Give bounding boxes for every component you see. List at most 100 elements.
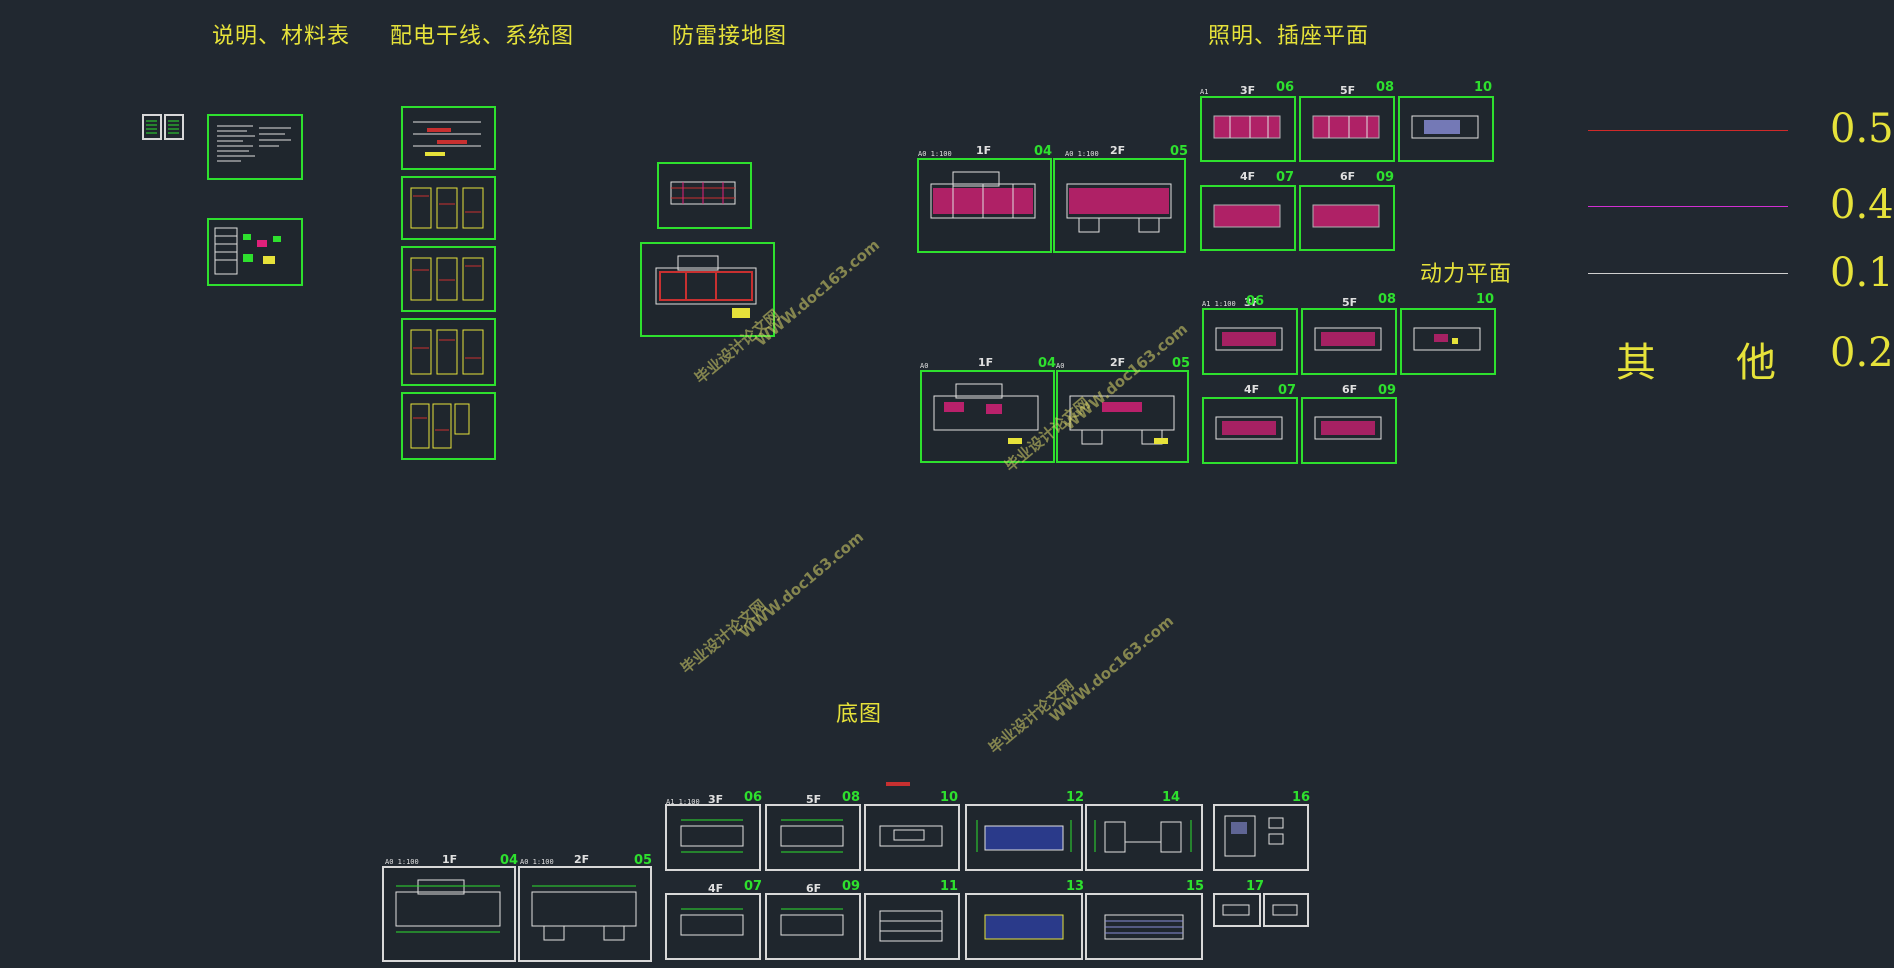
- label-sheet-number: 09: [842, 879, 861, 894]
- label-floor: 6F: [1340, 170, 1356, 183]
- sheet-distribution-1[interactable]: [401, 106, 496, 170]
- label-sheet-number: 07: [1276, 170, 1295, 185]
- sheet-base-detail-b[interactable]: [1263, 893, 1309, 927]
- label-sheet-number: 12: [1066, 790, 1085, 805]
- label-sheet-number: 13: [1066, 879, 1085, 894]
- sheet-power-2f[interactable]: [1056, 370, 1189, 463]
- sheet-base-details[interactable]: [1213, 804, 1309, 871]
- label-sheet-number: 09: [1376, 170, 1395, 185]
- label-scale: A0 1:100: [385, 858, 419, 866]
- sheet-distribution-2[interactable]: [401, 176, 496, 240]
- sheet-base-roof[interactable]: [864, 804, 960, 871]
- label-sheet-number: 04: [1034, 144, 1053, 159]
- label-sheet-number: 05: [1172, 356, 1191, 371]
- sheet-power-4f[interactable]: [1202, 397, 1298, 464]
- label-floor: 3F: [1244, 296, 1260, 309]
- label-sheet-number: 14: [1162, 790, 1181, 805]
- watermark-url: WWW.doc163.com: [1046, 611, 1177, 726]
- label-sheet-number: 16: [1292, 790, 1311, 805]
- label-size: A0: [1056, 362, 1065, 370]
- sheet-power-1f[interactable]: [920, 370, 1055, 463]
- label-sheet-number: 10: [940, 790, 959, 805]
- sheet-base-4f[interactable]: [665, 893, 761, 960]
- sheet-power-roof[interactable]: [1400, 308, 1496, 375]
- sheet-base-section[interactable]: [864, 893, 960, 960]
- label-sheet-number: 04: [500, 853, 519, 868]
- sheet-lighting-5f[interactable]: [1299, 96, 1395, 162]
- label-sheet-number: 09: [1378, 383, 1397, 398]
- label-floor: 2F: [1110, 356, 1126, 369]
- sheet-power-3f[interactable]: [1202, 308, 1298, 375]
- label-scale: A1 1:100: [666, 798, 700, 806]
- red-marker: [886, 782, 910, 786]
- tiny-sheet-2[interactable]: [164, 114, 184, 140]
- label-sheet-number: 15: [1186, 879, 1205, 894]
- label-sheet-number: 07: [744, 879, 763, 894]
- sheet-base-1f[interactable]: [382, 866, 516, 962]
- label-sheet-number: 11: [940, 879, 959, 894]
- title-lighting: 照明、插座平面: [1208, 24, 1370, 49]
- sheet-base-detail-a[interactable]: [1213, 893, 1261, 927]
- sheet-lighting-4f[interactable]: [1200, 185, 1296, 251]
- sheet-lighting-2f[interactable]: [1053, 158, 1186, 253]
- label-sheet-number: 05: [634, 853, 653, 868]
- sheet-base-elevation-2[interactable]: [1085, 804, 1203, 871]
- legend-value: 0.4: [1830, 182, 1894, 228]
- sheet-base-elevation-4[interactable]: [1085, 893, 1203, 960]
- sheet-lighting-6f[interactable]: [1299, 185, 1395, 251]
- sheet-base-2f[interactable]: [518, 866, 652, 962]
- label-sheet-number: 08: [842, 790, 861, 805]
- label-sheet-number: 08: [1378, 292, 1397, 307]
- title-distribution: 配电干线、系统图: [390, 24, 575, 49]
- sheet-base-6f[interactable]: [765, 893, 861, 960]
- label-floor: 6F: [806, 882, 822, 895]
- sheet-notes[interactable]: [207, 114, 303, 180]
- label-floor: 3F: [1240, 84, 1256, 97]
- watermark-cn: 毕业设计论文网: [677, 596, 770, 678]
- sheet-base-3f[interactable]: [665, 804, 761, 871]
- sheet-lighting-1f[interactable]: [917, 158, 1052, 253]
- legend-value: 0.2: [1830, 330, 1894, 376]
- title-base: 底图: [836, 702, 883, 727]
- sheet-base-elevation-1[interactable]: [965, 804, 1083, 871]
- label-sheet-number: 06: [1246, 294, 1265, 309]
- sheet-distribution-5[interactable]: [401, 392, 496, 460]
- label-sheet-number: 08: [1376, 80, 1395, 95]
- sheet-power-6f[interactable]: [1301, 397, 1397, 464]
- label-size: A1: [1200, 88, 1209, 96]
- legend-line-white: [1588, 273, 1788, 274]
- title-lightning: 防雷接地图: [672, 24, 788, 49]
- label-sheet-number: 10: [1474, 80, 1493, 95]
- label-floor: 5F: [1342, 296, 1358, 309]
- label-floor: 2F: [1110, 144, 1126, 157]
- title-notes: 说明、材料表: [212, 24, 351, 49]
- label-floor: 4F: [1240, 170, 1256, 183]
- sheet-lighting-roof[interactable]: [1398, 96, 1494, 162]
- sheet-power-5f[interactable]: [1301, 308, 1397, 375]
- sheet-grounding[interactable]: [640, 242, 775, 337]
- legend-other-label: 其 他: [1616, 340, 1776, 386]
- sheet-base-elevation-3[interactable]: [965, 893, 1083, 960]
- label-sheet-number: 17: [1246, 879, 1265, 894]
- label-floor: 1F: [976, 144, 992, 157]
- label-scale: A1 1:100: [1202, 300, 1236, 308]
- label-floor: 3F: [708, 793, 724, 806]
- label-sheet-number: 05: [1170, 144, 1189, 159]
- tiny-sheet-1[interactable]: [142, 114, 162, 140]
- label-sheet-number: 10: [1476, 292, 1495, 307]
- label-scale: A0 1:100: [1065, 150, 1099, 158]
- label-sheet-number: 04: [1038, 356, 1057, 371]
- label-scale: A0 1:100: [918, 150, 952, 158]
- label-sheet-number: 07: [1278, 383, 1297, 398]
- sheet-distribution-3[interactable]: [401, 246, 496, 312]
- sheet-base-5f[interactable]: [765, 804, 861, 871]
- label-floor: 1F: [978, 356, 994, 369]
- label-floor: 1F: [442, 853, 458, 866]
- sheet-roof-lightning[interactable]: [657, 162, 752, 229]
- label-sheet-number: 06: [1276, 80, 1295, 95]
- title-power: 动力平面: [1420, 262, 1513, 287]
- sheet-materials[interactable]: [207, 218, 303, 286]
- sheet-distribution-4[interactable]: [401, 318, 496, 386]
- sheet-lighting-3f[interactable]: [1200, 96, 1296, 162]
